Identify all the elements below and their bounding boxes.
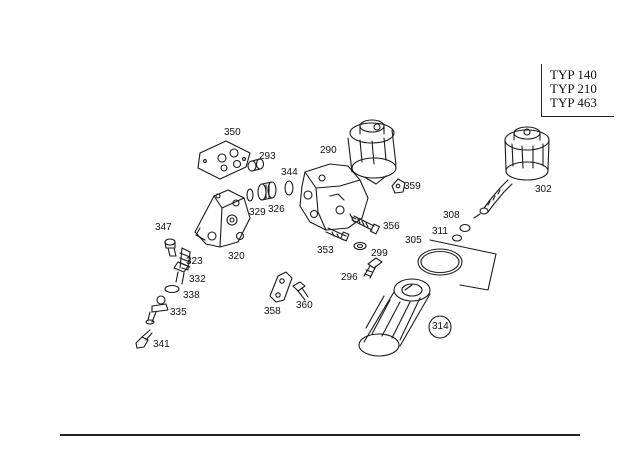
part-label-358: 358 <box>264 306 281 317</box>
gasket-350 <box>197 140 251 180</box>
bolt-356 <box>349 213 380 235</box>
part-label-360: 360 <box>296 300 313 311</box>
part-label-356: 356 <box>383 221 400 232</box>
washer-338 <box>164 284 180 294</box>
part-label-332: 332 <box>189 274 206 285</box>
screw-296 <box>363 257 383 279</box>
part-label-305: 305 <box>405 235 422 246</box>
part-label-353: 353 <box>317 245 334 256</box>
type-line-1: TYP 140 <box>550 67 597 82</box>
ring-305 <box>417 248 463 276</box>
part-label-293: 293 <box>259 151 276 162</box>
part-label-335: 335 <box>170 307 187 318</box>
spring-323 <box>179 247 191 271</box>
stud-353 <box>325 227 350 242</box>
oring-329 <box>246 188 254 202</box>
sleeve-293 <box>247 158 265 172</box>
part-label-311: 311 <box>432 226 448 237</box>
part-label-290: 290 <box>320 145 337 156</box>
part-label-338: 338 <box>183 290 200 301</box>
callout-bracket <box>429 239 497 291</box>
cap-302 <box>473 126 550 219</box>
type-line-3: TYP 463 <box>550 95 597 110</box>
part-label-323: 323 <box>186 256 203 267</box>
part-label-299: 299 <box>371 248 388 259</box>
bolt-360 <box>292 281 309 301</box>
clip-359 <box>391 178 406 194</box>
part-label-359: 359 <box>404 181 421 192</box>
screw-341 <box>135 329 153 349</box>
part-label-344: 344 <box>281 167 298 178</box>
part-label-320: 320 <box>228 251 245 262</box>
seal-326 <box>257 181 277 201</box>
bottom-rule <box>60 434 580 436</box>
part-label-296: 296 <box>341 272 358 283</box>
oring-311 <box>451 234 463 242</box>
washer-299 <box>353 241 367 251</box>
oring-308 <box>459 223 471 233</box>
part-label-302: 302 <box>535 184 552 195</box>
bolt-347 <box>164 238 177 257</box>
oring-344 <box>284 180 294 196</box>
plate-358 <box>269 271 293 303</box>
part-label-314: 314 <box>432 321 449 332</box>
valve-335 <box>145 295 169 325</box>
part-label-326: 326 <box>268 204 285 215</box>
type-line-2: TYP 210 <box>550 81 597 96</box>
part-label-347: 347 <box>155 222 172 233</box>
part-label-341: 341 <box>153 339 170 350</box>
filter-element-314 <box>358 278 452 357</box>
model-type-block: TYP 140 TYP 210 TYP 463 <box>541 64 614 117</box>
part-label-350: 350 <box>224 127 241 138</box>
bracket-320 <box>194 189 251 248</box>
part-label-329: 329 <box>249 207 266 218</box>
housing-290 <box>299 119 397 231</box>
plunger-332 <box>173 261 189 285</box>
part-label-308: 308 <box>443 210 460 221</box>
